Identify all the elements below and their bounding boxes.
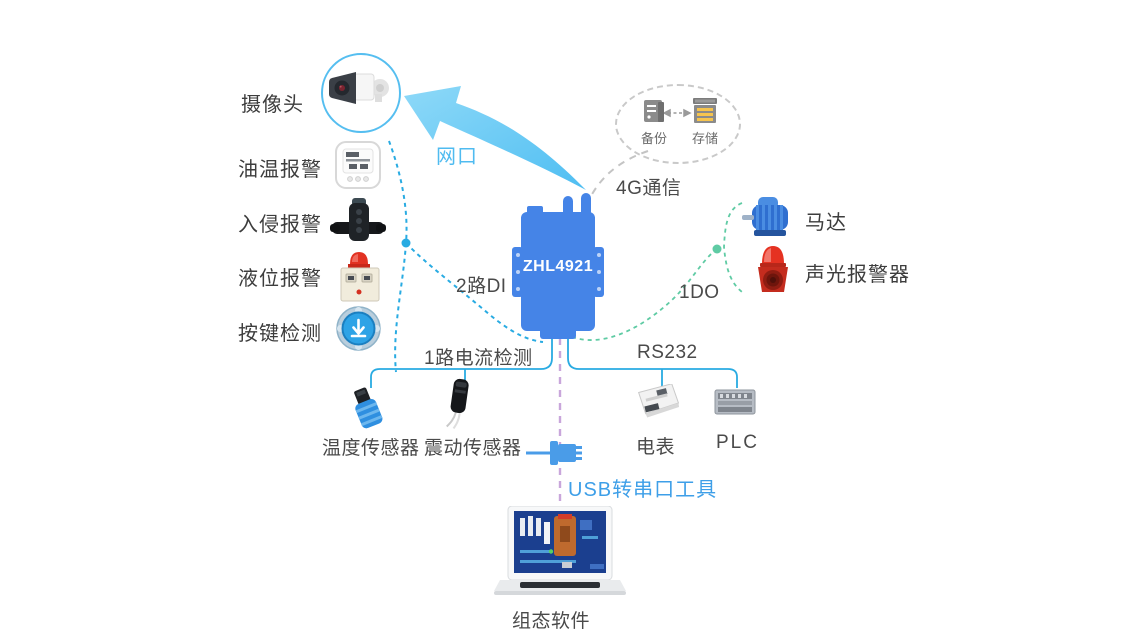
device-antenna-right bbox=[581, 193, 591, 213]
rs232-label: RS232 bbox=[637, 342, 698, 363]
cloud-outline bbox=[615, 84, 741, 164]
software-label: 组态软件 bbox=[512, 611, 591, 630]
power-meter-label: 电表 bbox=[636, 437, 676, 458]
temperature-sensor-label: 温度传感器 bbox=[322, 438, 420, 459]
current-detect-label: 1路电流检测 bbox=[424, 348, 533, 369]
device-model-label: ZHL4921 bbox=[522, 258, 594, 275]
temperature-sensor-icon bbox=[354, 387, 383, 429]
storage-icon bbox=[693, 98, 717, 123]
do-node-dot bbox=[712, 244, 722, 254]
ethernet-label: 网口 bbox=[436, 146, 478, 168]
backup-label: 备份 bbox=[641, 131, 668, 146]
plc-icon bbox=[714, 389, 756, 415]
device-flange-right bbox=[593, 247, 604, 297]
vibration-sensor-label: 震动传感器 bbox=[424, 438, 522, 459]
device-flange-left bbox=[512, 247, 523, 297]
liquid-level-alarm-icon bbox=[340, 252, 380, 302]
vibration-sensor-icon bbox=[446, 378, 469, 430]
camera-label: 摄像头 bbox=[241, 94, 304, 116]
device-bottom-tab bbox=[540, 329, 576, 339]
di-label: 2路DI bbox=[456, 276, 507, 297]
camera-icon bbox=[329, 72, 389, 104]
do-label: 1DO bbox=[679, 282, 720, 303]
device-top-tab bbox=[527, 206, 543, 216]
dtu-device bbox=[521, 212, 595, 331]
usb-serial-tool-icon bbox=[526, 441, 582, 465]
rs232-bracket bbox=[567, 336, 738, 388]
laptop-icon bbox=[494, 506, 626, 595]
storage-label: 存储 bbox=[692, 131, 719, 146]
button-detect-label: 按键检测 bbox=[238, 323, 322, 345]
4g-label: 4G通信 bbox=[616, 178, 682, 199]
ethernet-arrow bbox=[404, 86, 586, 190]
oil-temp-alarm-label: 油温报警 bbox=[238, 159, 322, 181]
button-detect-icon bbox=[336, 306, 381, 351]
sound-light-alarm-icon bbox=[758, 246, 788, 292]
motor-label: 马达 bbox=[805, 212, 847, 234]
liquid-level-alarm-label: 液位报警 bbox=[238, 268, 322, 290]
oil-temp-alarm-icon bbox=[335, 141, 381, 189]
di-node-dot bbox=[401, 238, 411, 248]
sound-light-alarm-label: 声光报警器 bbox=[805, 264, 910, 286]
usb-tool-label: USB转串口工具 bbox=[568, 479, 718, 501]
intrusion-alarm-label: 入侵报警 bbox=[238, 214, 322, 236]
intrusion-alarm-icon bbox=[330, 198, 386, 241]
motor-icon bbox=[742, 197, 788, 236]
device-antenna-left bbox=[563, 196, 573, 216]
plc-label: PLC bbox=[716, 432, 759, 453]
backup-icon bbox=[644, 100, 664, 122]
power-meter-icon bbox=[637, 384, 680, 418]
do-curve bbox=[571, 202, 743, 341]
